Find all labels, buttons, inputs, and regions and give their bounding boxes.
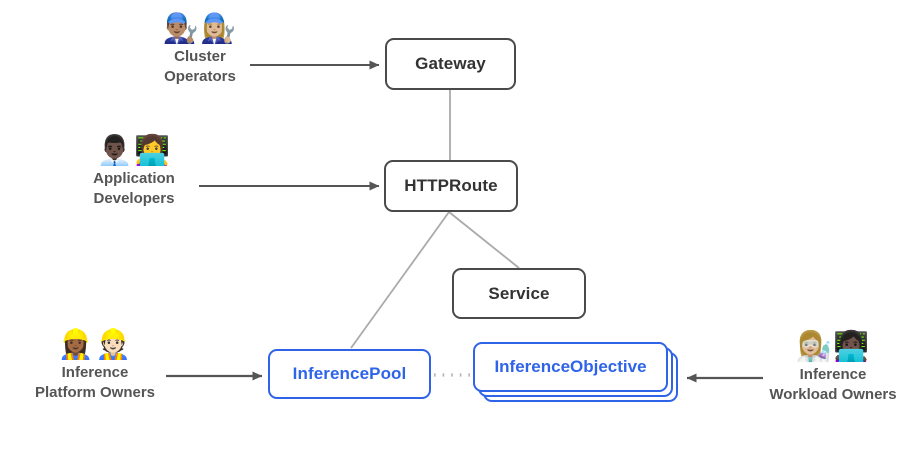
- node-inferenceobjective[interactable]: InferenceObjective: [473, 342, 678, 404]
- connector-httproute-service: [448, 211, 520, 269]
- persona-cluster-operators: 👨🏽‍🔧👩🏼‍🔧 Cluster Operators: [139, 14, 261, 86]
- node-gateway[interactable]: Gateway: [385, 38, 516, 90]
- inference-platform-owners-emoji: 👷🏾‍♀️👷🏻: [57, 329, 133, 361]
- node-service[interactable]: Service: [452, 268, 586, 319]
- cluster-operators-label-line2: Operators: [164, 67, 236, 85]
- node-inferenceobjective-label: InferenceObjective: [494, 357, 647, 376]
- node-inferencepool-label: InferencePool: [292, 364, 407, 383]
- inference-platform-owners-label-line2: Platform Owners: [34, 383, 156, 401]
- node-gateway-label: Gateway: [415, 54, 486, 73]
- application-developers-label-line2: Developers: [93, 189, 175, 207]
- inference-workload-owners-label: Inference Workload Owners: [769, 365, 896, 403]
- inference-workload-owners-label-line1: Inference: [799, 366, 867, 384]
- node-inferencepool[interactable]: InferencePool: [268, 349, 431, 399]
- node-httproute[interactable]: HTTPRoute: [384, 160, 518, 212]
- cluster-operators-label-line1: Cluster: [174, 48, 226, 66]
- persona-application-developers: 👨🏿‍💼👩‍💻 Application Developers: [68, 136, 200, 208]
- application-developers-label-line1: Application: [93, 170, 175, 188]
- inference-platform-owners-label: Inference Platform Owners: [35, 363, 155, 401]
- inference-workload-owners-label-line2: Workload Owners: [769, 385, 897, 403]
- persona-inference-workload-owners: 👩🏼‍🔬👩🏿‍💻 Inference Workload Owners: [766, 332, 900, 404]
- node-httproute-label: HTTPRoute: [404, 176, 498, 195]
- cluster-operators-label: Cluster Operators: [164, 47, 236, 85]
- application-developers-emoji: 👨🏿‍💼👩‍💻: [96, 135, 172, 167]
- inference-platform-owners-label-line1: Inference: [61, 364, 129, 382]
- inference-workload-owners-emoji: 👩🏼‍🔬👩🏿‍💻: [795, 331, 871, 363]
- persona-inference-platform-owners: 👷🏾‍♀️👷🏻 Inference Platform Owners: [22, 330, 168, 402]
- connector-httproute-inferencepool: [350, 211, 450, 349]
- cluster-operators-emoji: 👨🏽‍🔧👩🏼‍🔧: [162, 13, 238, 45]
- inferenceobjective-stack-layer-1: InferenceObjective: [473, 342, 668, 392]
- node-service-label: Service: [488, 283, 550, 303]
- application-developers-label: Application Developers: [93, 169, 175, 207]
